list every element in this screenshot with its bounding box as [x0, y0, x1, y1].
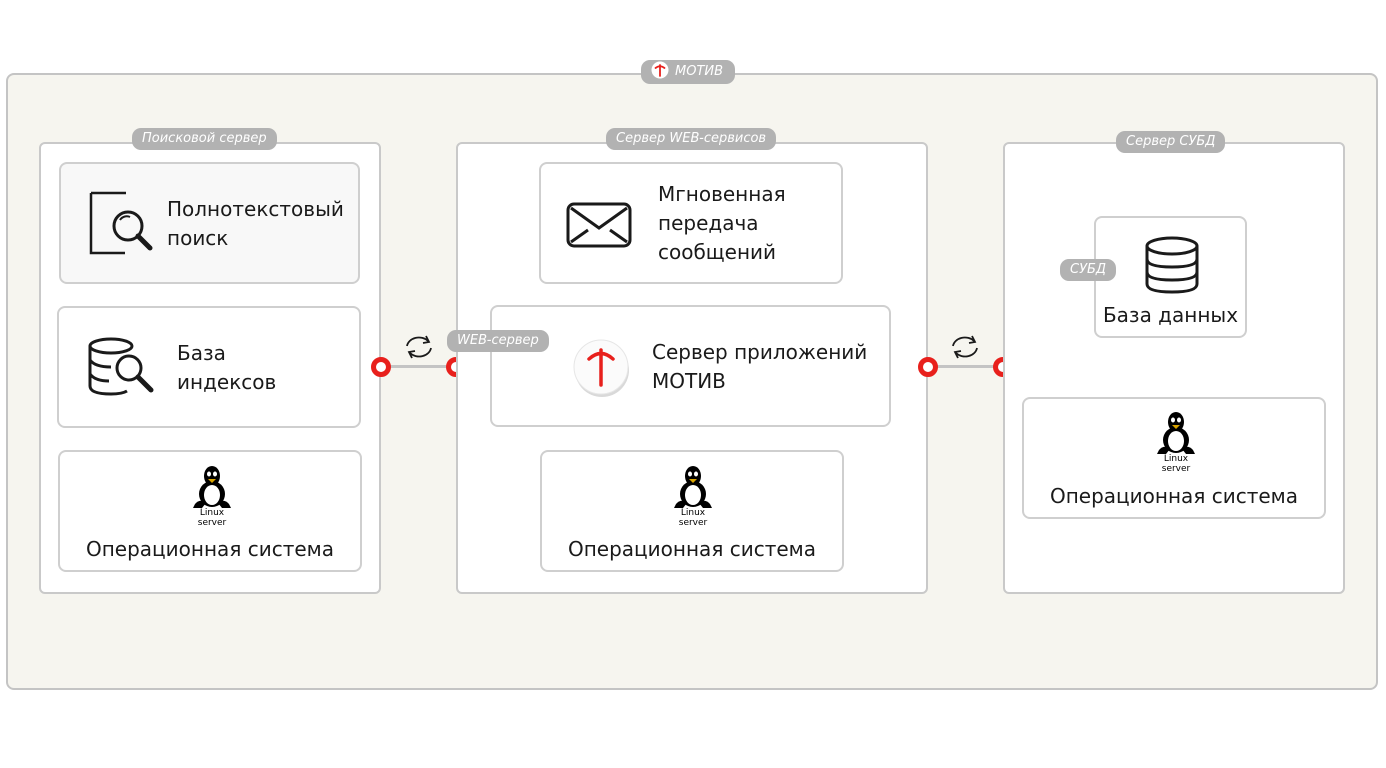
linux-server-badge: Linux server	[1161, 454, 1191, 474]
motiv-title-pill: МОТИВ	[641, 60, 736, 84]
database-search-icon	[88, 337, 154, 396]
sync-icon	[406, 335, 432, 359]
sync-icon	[952, 335, 978, 359]
motiv-logo-icon	[651, 61, 669, 79]
motiv-title: МОТИВ	[675, 64, 724, 79]
web-os-label: Операционная система	[567, 537, 816, 561]
messaging-label: Мгновенная передача сообщений	[658, 182, 786, 264]
connector-web-out	[918, 357, 938, 377]
search-os-label: Операционная система	[85, 537, 334, 561]
linux-tux-icon: Linux server	[187, 464, 237, 532]
dbms-tag: СУБД	[1060, 259, 1117, 281]
envelope-icon	[566, 202, 632, 248]
app-server-card: Сервер приложений МОТИВ	[490, 305, 891, 427]
web-os-card: Linux server Операционная система	[540, 450, 844, 572]
motiv-logo-icon	[573, 339, 629, 397]
fulltext-search-card: Полнотекстовый поиск	[59, 162, 360, 284]
database-label: База данных	[1102, 303, 1239, 327]
web-server-tag: WEB-сервер	[447, 330, 549, 352]
index-database-card: База индексов	[57, 306, 361, 428]
database-icon	[1145, 236, 1199, 294]
linux-tux-icon: Linux server	[668, 464, 718, 532]
search-server-title: Поисковой сервер	[132, 128, 277, 150]
db-server-panel	[1003, 142, 1345, 594]
database-card: База данных	[1094, 216, 1247, 338]
linux-server-badge: Linux server	[678, 508, 708, 528]
messaging-card: Мгновенная передача сообщений	[539, 162, 843, 284]
index-database-label: База индексов	[177, 341, 277, 394]
search-document-icon	[89, 191, 153, 255]
web-server-title: Сервер WEB-сервисов	[606, 128, 777, 150]
db-os-card: Linux server Операционная система	[1022, 397, 1326, 519]
linux-tux-icon: Linux server	[1151, 410, 1201, 478]
db-server-title: Сервер СУБД	[1116, 131, 1226, 153]
connector-search-out	[371, 357, 391, 377]
linux-server-badge: Linux server	[197, 508, 227, 528]
search-os-card: Linux server Операционная система	[58, 450, 362, 572]
fulltext-search-label: Полнотекстовый поиск	[167, 197, 344, 250]
connection-line-left	[388, 365, 446, 368]
db-os-label: Операционная система	[1049, 484, 1298, 508]
app-server-label: Сервер приложений МОТИВ	[652, 340, 868, 393]
connection-line-right	[934, 365, 994, 368]
